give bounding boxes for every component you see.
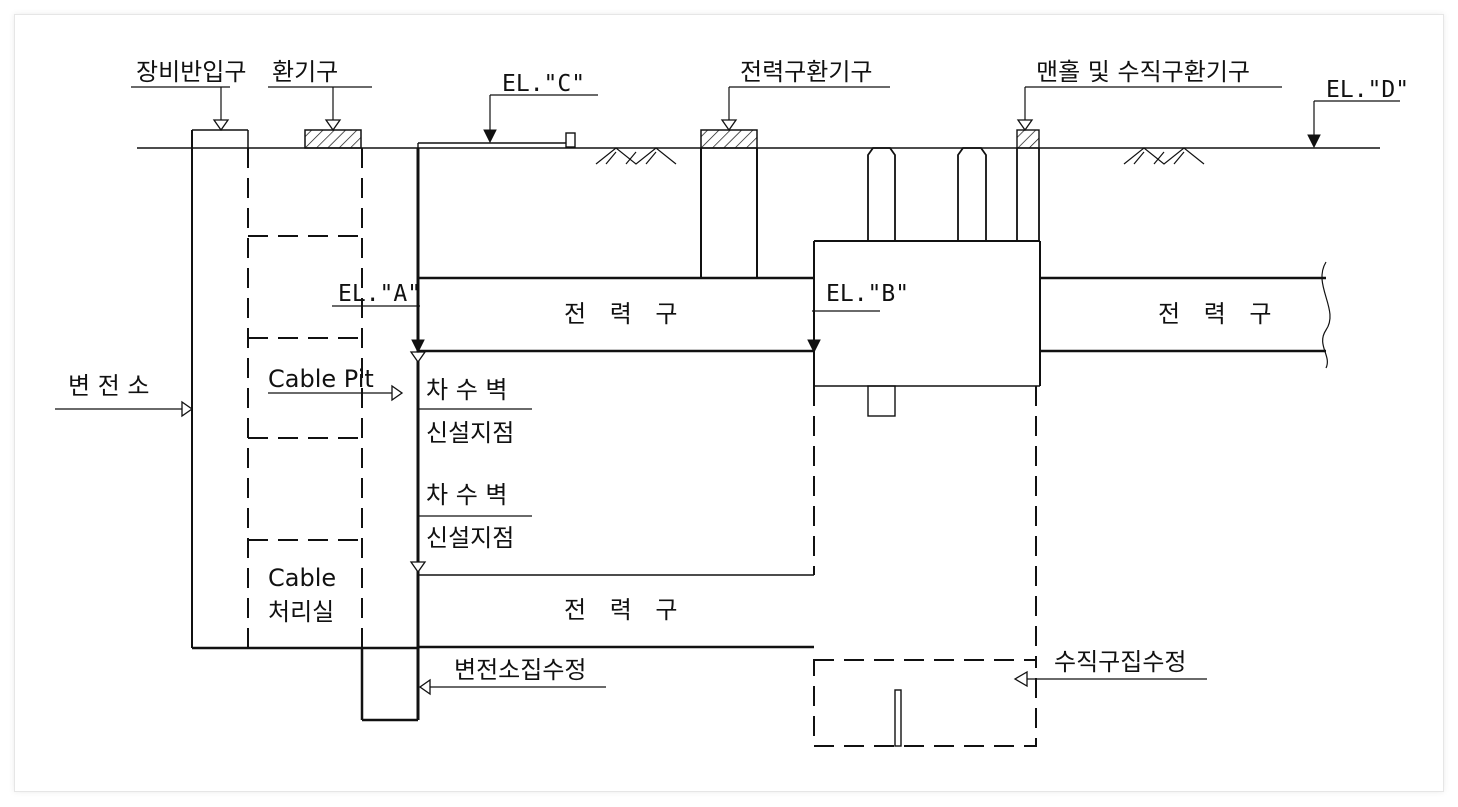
elevation-markers — [411, 129, 1321, 354]
vertical-shaft-structure — [813, 240, 1041, 417]
label-el-c: EL."C" — [502, 71, 585, 97]
label-equipment-inlet: 장비반입구 — [136, 58, 246, 86]
label-vent: 환기구 — [272, 58, 338, 86]
shaft-sump-box — [813, 659, 1037, 747]
label-el-b: EL."B" — [826, 281, 909, 307]
right-tunnel — [1040, 261, 1331, 369]
label-el-d: EL."D" — [1326, 77, 1409, 103]
label-tunnel-lower: 전 력 구 — [564, 596, 686, 624]
label-cable-room-1: Cable — [268, 564, 336, 592]
hollow-arrow-markers — [181, 119, 1034, 696]
label-waterproof-wall-1: 차 수 벽 — [426, 376, 508, 404]
substation-sump-box — [360, 648, 418, 722]
label-substation: 변 전 소 — [68, 372, 150, 400]
label-cable-room-2: 처리실 — [268, 598, 334, 626]
label-manhole-shaft-vent: 맨홀 및 수직구환기구 — [1036, 58, 1250, 86]
soil-mark-right — [1123, 147, 1205, 165]
lower-tunnel — [418, 574, 814, 649]
label-shaft-sump: 수직구집수정 — [1054, 648, 1186, 676]
substation-dashed-walls — [247, 148, 363, 648]
label-new-point-1: 신설지점 — [426, 419, 514, 447]
shaft-dashed-lower — [813, 386, 1037, 660]
vent-hatch-block — [304, 129, 362, 149]
label-tunnel-right: 전 력 구 — [1158, 300, 1280, 328]
soil-mark-left — [595, 147, 677, 165]
substation-building — [191, 129, 566, 720]
shaft-sump-pipe — [894, 689, 902, 747]
upper-tunnel — [418, 276, 814, 353]
label-waterproof-wall-2: 차 수 벽 — [426, 481, 508, 509]
el-c-marker-box — [565, 132, 576, 148]
tunnel-vent-shaft — [700, 129, 758, 278]
manhole-pipes — [867, 129, 1040, 241]
leader-lines — [55, 86, 1400, 688]
label-new-point-2: 신설지점 — [426, 524, 514, 552]
label-cable-pit: Cable Pit — [268, 365, 374, 393]
label-substation-sump: 변전소집수정 — [454, 656, 586, 684]
label-el-a: EL."A" — [338, 281, 421, 307]
label-tunnel-vent: 전력구환기구 — [740, 58, 872, 86]
label-tunnel-upper: 전 력 구 — [564, 300, 686, 328]
